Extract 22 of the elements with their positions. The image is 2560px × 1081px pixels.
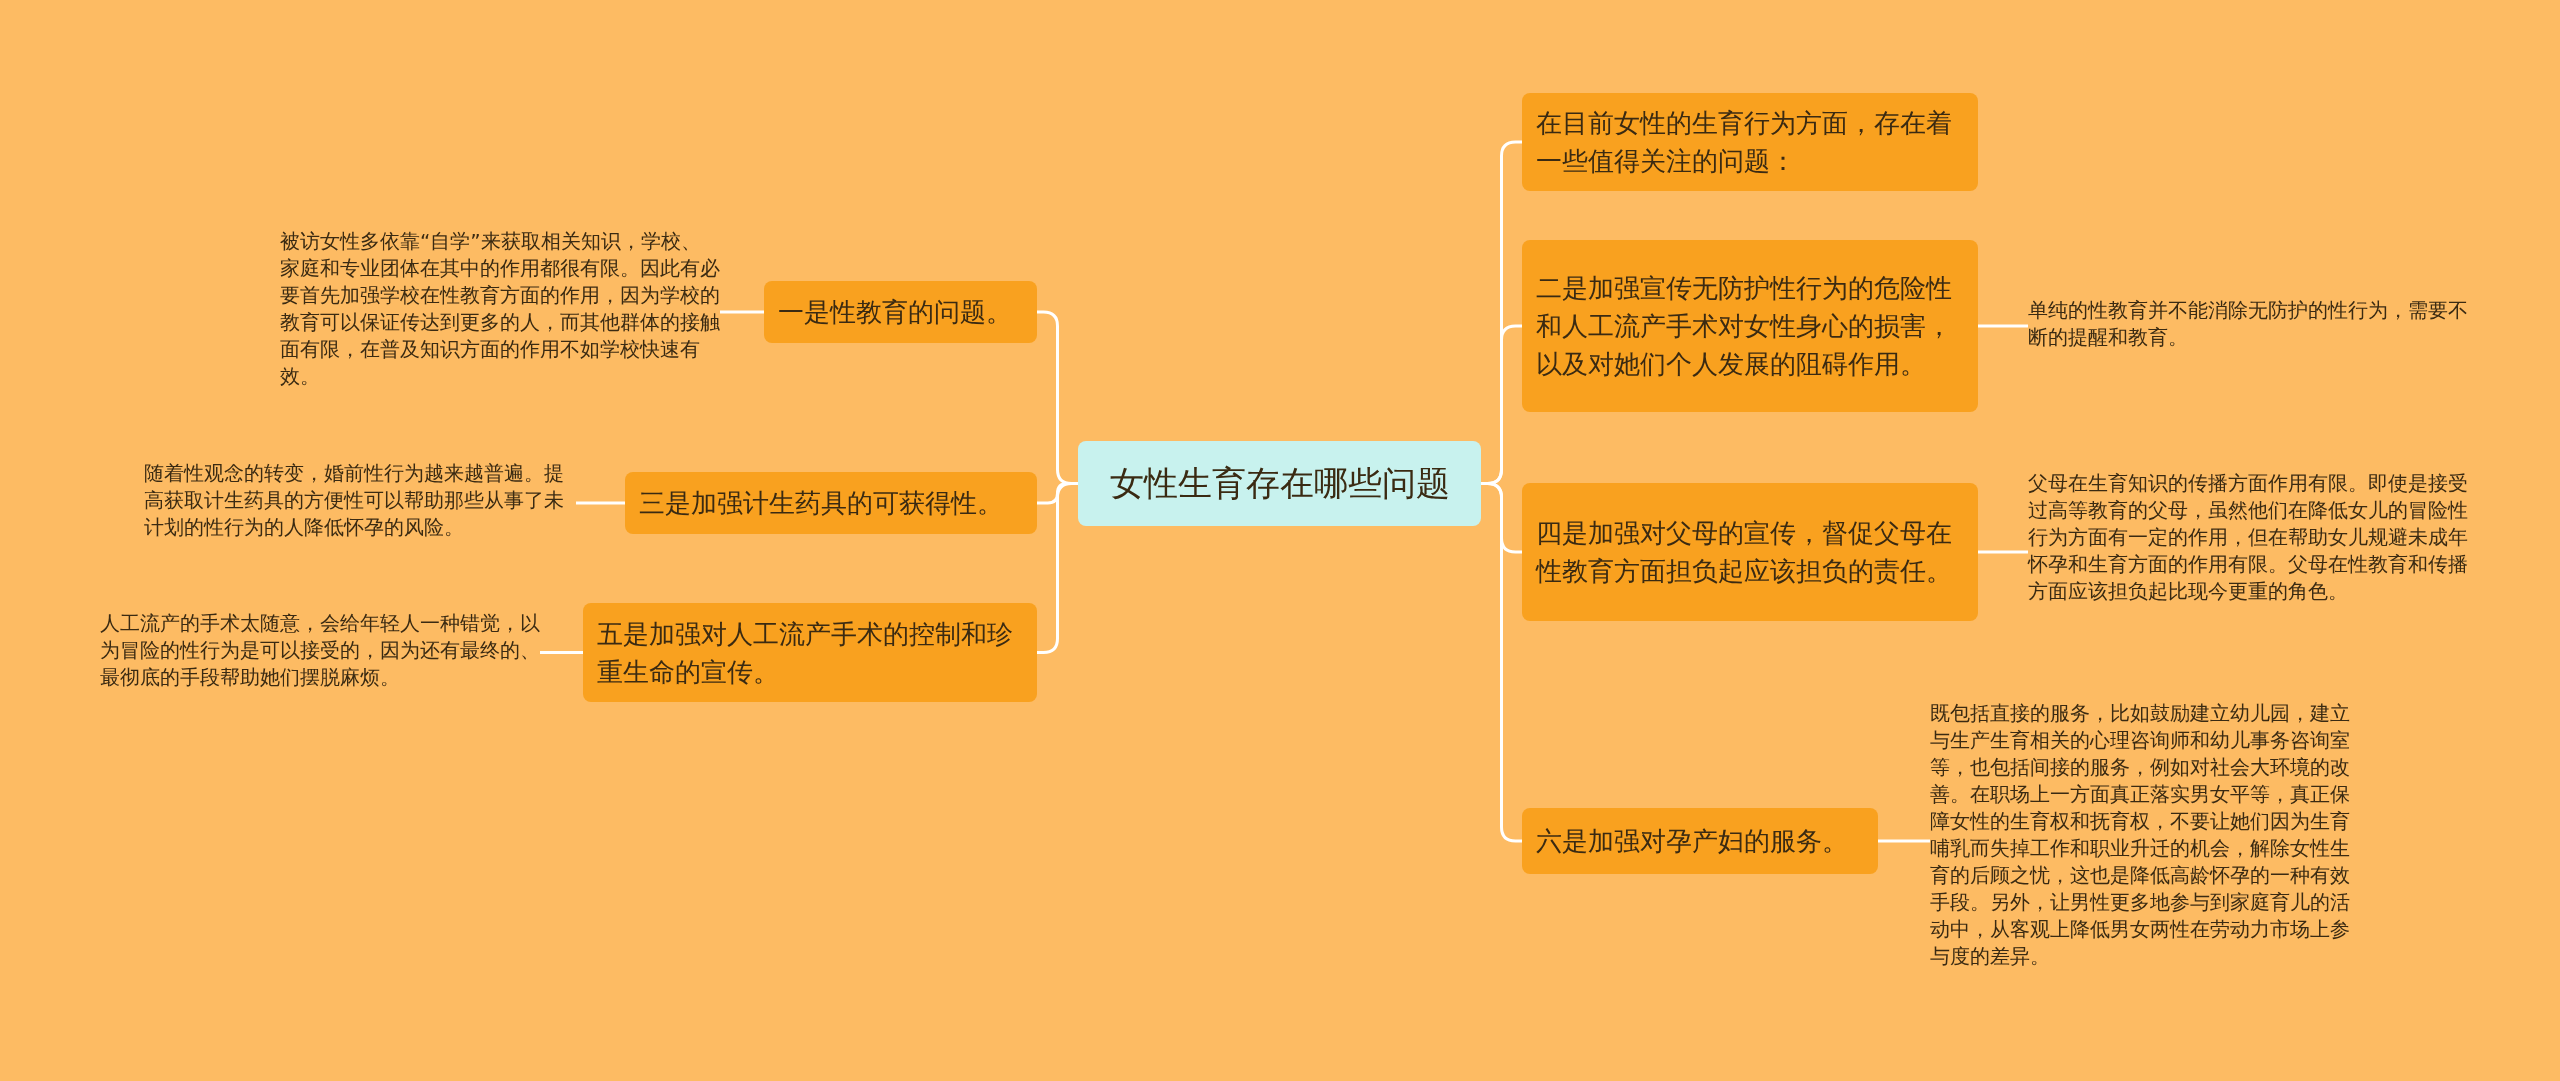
topic-box: 一是性教育的问题。 [764, 281, 1037, 343]
connector-line [1037, 482, 1078, 654]
connector-line [1978, 324, 2028, 328]
central-topic-box: 女性生育存在哪些问题 [1078, 441, 1481, 526]
note-text: 人工流产的手术太随意，会给年轻人一种错觉，以为冒险的性行为是可以接受的，因为还有最终的、最彻底的手段帮助她们摆脱麻烦。 [100, 610, 540, 691]
connector-line [1878, 839, 1930, 843]
note-text: 父母在生育知识的传播方面作用有限。即使是接受过高等教育的父母，虽然他们在降低女儿的冒险性行为方面有一定的作用，但在帮助女儿规避未成年怀孕和生育方面的作用有限。父母在性教育和传播方面应该担负起比现今更重的角色。 [2028, 470, 2468, 605]
connector-line [1481, 482, 1522, 843]
topic-box: 四是加强对父母的宣传，督促父母在性教育方面担负起应该担负的责任。 [1522, 483, 1978, 621]
connector-line [576, 501, 625, 505]
topic-box: 在目前女性的生育行为方面，存在着一些值得关注的问题： [1522, 93, 1978, 191]
topic-box: 五是加强对人工流产手术的控制和珍重生命的宣传。 [583, 603, 1037, 702]
topic-box: 三是加强计生药具的可获得性。 [625, 472, 1037, 534]
connector-line [1978, 550, 2028, 554]
connector-line [540, 651, 583, 654]
note-text: 随着性观念的转变，婚前性行为越来越普遍。提高获取计生药具的方便性可以帮助那些从事了未计划的性行为的人降低怀孕的风险。 [144, 460, 576, 541]
topic-box: 六是加强对孕产妇的服务。 [1522, 808, 1878, 874]
note-text: 既包括直接的服务，比如鼓励建立幼儿园，建立与生产生育相关的心理咨询师和幼儿事务咨询室等，也包括间接的服务，例如对社会大环境的改善。在职场上一方面真正落实男女平等，真正保障女性的生育权和抚育权，不要让她们因为生育哺乳而失掉工作和职业升迁的机会，解除女性生育的后顾之忧，这也是降低高龄怀孕的一种有效手段。另外，让男性更多地参与到家庭育儿的活动中，从客观上降低男女两性在劳动力市场上参与度的差异。 [1930, 700, 2366, 970]
connector-line [720, 310, 764, 314]
topic-box: 二是加强宣传无防护性行为的危险性和人工流产手术对女性身心的损害，以及对她们个人发展的阻碍作用。 [1522, 240, 1978, 412]
note-text: 被访女性多依靠“自学”来获取相关知识，学校、家庭和专业团体在其中的作用都很有限。因此有必要首先加强学校在性教育方面的作用，因为学校的教育可以保证传达到更多的人，而其他群体的接触面有限，在普及知识方面的作用不如学校快速有效。 [280, 228, 720, 390]
note-text: 单纯的性教育并不能消除无防护的性行为，需要不断的提醒和教育。 [2028, 297, 2468, 351]
